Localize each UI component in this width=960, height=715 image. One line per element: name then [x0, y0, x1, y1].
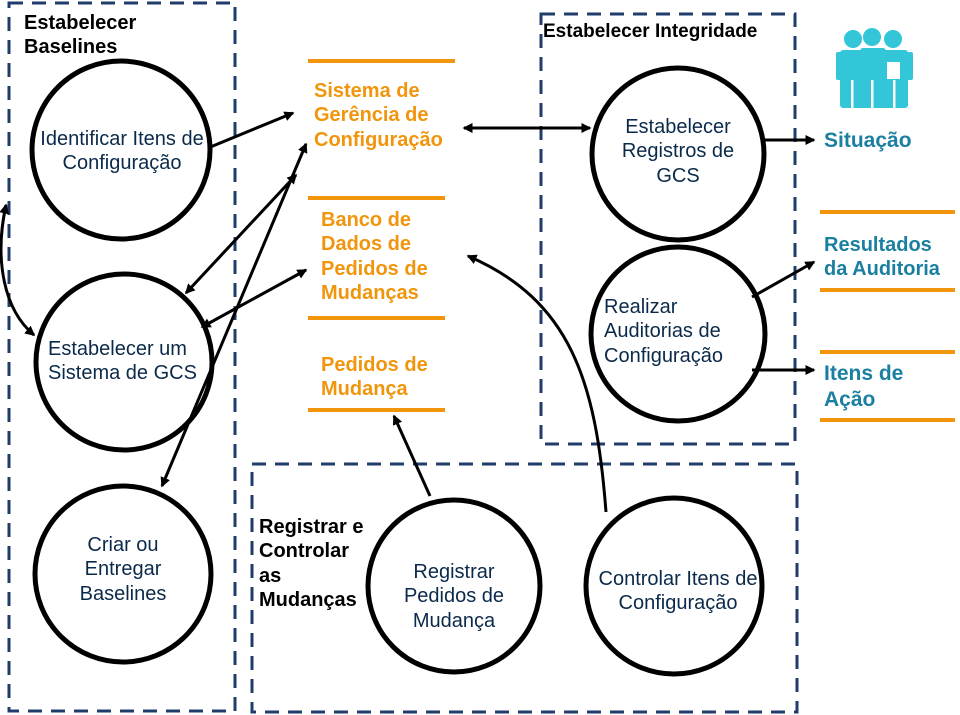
people-icon [836, 28, 913, 108]
process-label-criar: Criar ou Entregar Baselines [79, 534, 167, 605]
flow-arrow [200, 268, 308, 329]
store-label-banco: Banco de Dados de Pedidos de Mudanças [321, 209, 428, 305]
process-label-auditorias: Realizar Auditorias de Configuração [604, 296, 723, 367]
group-box-mudancas [250, 462, 799, 714]
store-label-pedidos: Pedidos de Mudança [321, 354, 428, 401]
group-title-integridade: Estabelecer Integridade [543, 21, 758, 42]
process-label-sistema-gcs: Estabelecer um Sistema de GCS [48, 338, 197, 385]
group-title-baselines: Estabelecer Baselines [24, 12, 137, 59]
store-label-sistema: Sistema de Gerência de Configuração [314, 80, 443, 151]
output-label-situacao: Situação [824, 129, 912, 152]
process-circle-auditorias [588, 244, 768, 424]
group-title-mudancas: Registrar e Controlar as Mudanças [259, 516, 364, 612]
process-label-identificar: Identificar Itens de Configuração [40, 128, 204, 175]
flow-arrow [207, 111, 295, 150]
process-circle-criar [32, 483, 214, 665]
process-label-registros: Estabelecer Registros de GCS [621, 116, 735, 187]
flow-arrow [466, 254, 608, 513]
process-circle-registros [589, 65, 767, 243]
process-circle-pedidos [365, 497, 543, 675]
flow-arrow [184, 173, 298, 295]
flow-arrow [0, 203, 36, 337]
group-box-integridade [539, 12, 797, 446]
flow-arrow [160, 142, 308, 488]
flow-arrow [392, 414, 432, 497]
process-label-controlar: Controlar Itens de Configuração [598, 568, 758, 615]
output-label-itens: Itens de Ação [824, 362, 904, 411]
process-circle-controlar [583, 495, 765, 677]
flow-arrow [751, 260, 816, 299]
process-label-pedidos: Registrar Pedidos de Mudança [403, 561, 505, 632]
output-label-resultados: Resultados da Auditoria [824, 234, 940, 281]
